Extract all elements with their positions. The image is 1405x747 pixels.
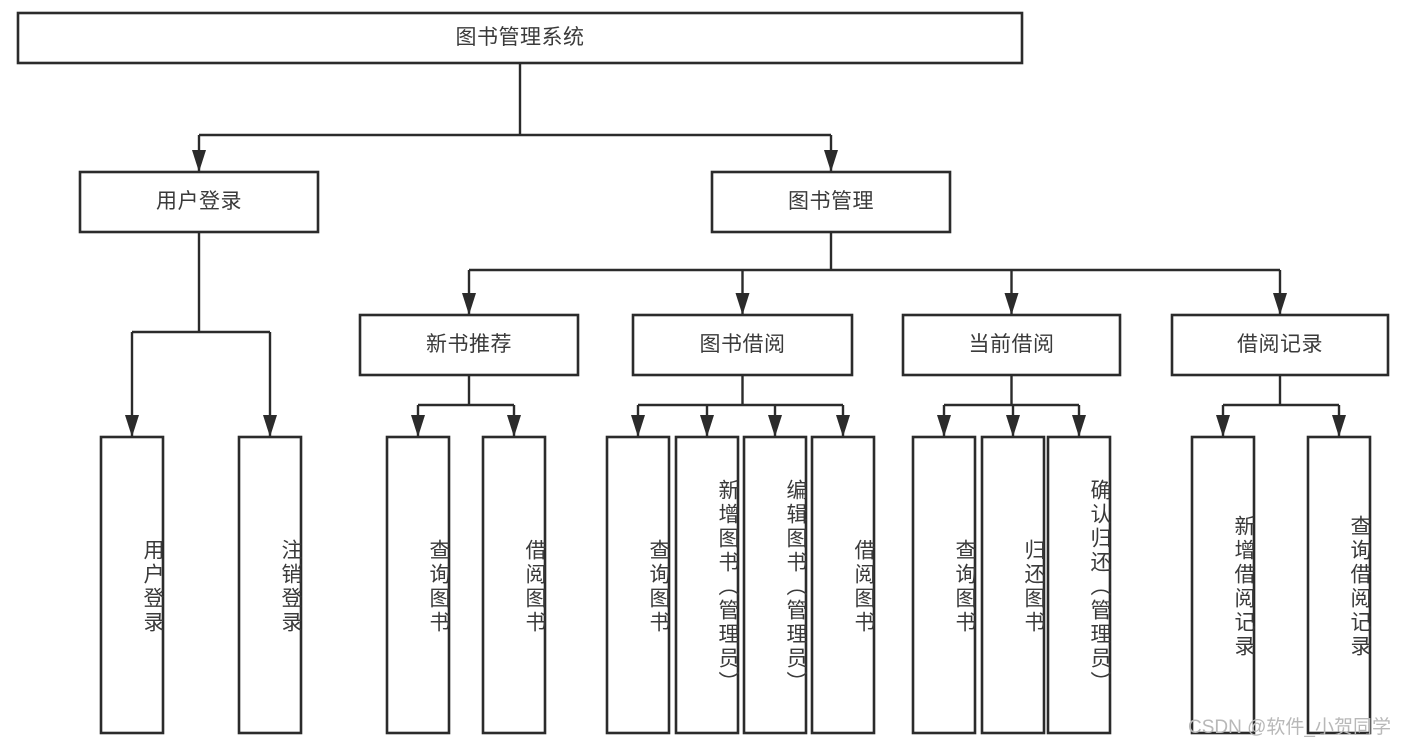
arrow-head-icon-leaf-add-record bbox=[1216, 415, 1230, 437]
arrow-head-icon-book-manage bbox=[824, 150, 838, 172]
node-box-leaf-borrow-book-2[interactable] bbox=[810, 435, 876, 735]
arrow-head-icon-leaf-confirm-return bbox=[1072, 415, 1086, 437]
node-box-leaf-return-book[interactable] bbox=[980, 435, 1046, 735]
arrow-head-icon-leaf-return-book bbox=[1006, 415, 1020, 437]
node-box-user-login[interactable] bbox=[78, 170, 320, 234]
arrow-head-icon-borrow-record bbox=[1273, 293, 1287, 315]
node-box-leaf-query-book-3[interactable] bbox=[911, 435, 977, 735]
node-box-leaf-confirm-return[interactable] bbox=[1046, 435, 1112, 735]
node-box-book-manage[interactable] bbox=[710, 170, 952, 234]
arrow-head-icon-leaf-add-book bbox=[700, 415, 714, 437]
arrow-head-icon-leaf-user-login bbox=[125, 415, 139, 437]
arrow-head-icon-current-borrow bbox=[1004, 293, 1019, 315]
arrow-head-icon-leaf-query-record bbox=[1332, 415, 1346, 437]
arrow-head-icon-new-book-recommend bbox=[462, 293, 476, 315]
node-box-leaf-query-book-1[interactable] bbox=[385, 435, 451, 735]
node-box-borrow-record[interactable] bbox=[1170, 313, 1390, 377]
node-box-leaf-edit-book[interactable] bbox=[742, 435, 808, 735]
node-box-leaf-query-record[interactable] bbox=[1306, 435, 1372, 735]
node-box-leaf-query-book-2[interactable] bbox=[605, 435, 671, 735]
arrow-head-icon-leaf-query-book-2 bbox=[631, 415, 645, 437]
connector-lines bbox=[125, 63, 1346, 437]
node-box-new-book-recommend[interactable] bbox=[358, 313, 580, 377]
node-boxes bbox=[16, 11, 1390, 735]
arrow-head-icon-leaf-borrow-book-1 bbox=[507, 415, 521, 437]
arrow-head-icon-book-borrow bbox=[735, 293, 750, 315]
node-box-leaf-add-book[interactable] bbox=[674, 435, 740, 735]
node-box-leaf-user-login[interactable] bbox=[99, 435, 165, 735]
arrow-head-icon-leaf-logout bbox=[263, 415, 277, 437]
arrow-head-icon-leaf-edit-book bbox=[768, 415, 782, 437]
node-box-leaf-borrow-book-1[interactable] bbox=[481, 435, 547, 735]
arrow-head-icon-leaf-query-book-1 bbox=[411, 415, 425, 437]
node-box-leaf-add-record[interactable] bbox=[1190, 435, 1256, 735]
arrow-head-icon-user-login bbox=[192, 150, 206, 172]
node-box-root[interactable] bbox=[16, 11, 1024, 65]
node-box-current-borrow[interactable] bbox=[901, 313, 1122, 377]
node-box-leaf-logout[interactable] bbox=[237, 435, 303, 735]
arrow-head-icon-leaf-borrow-book-2 bbox=[836, 415, 850, 437]
node-box-book-borrow[interactable] bbox=[631, 313, 854, 377]
arrow-head-icon-leaf-query-book-3 bbox=[937, 415, 951, 437]
